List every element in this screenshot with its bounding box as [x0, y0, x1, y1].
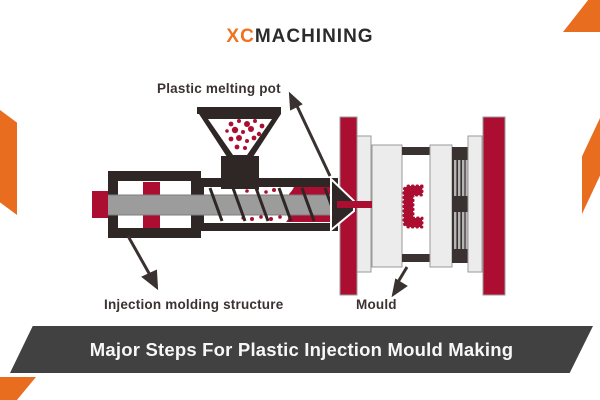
mould-plate-a — [371, 144, 403, 268]
mould-plate-b — [429, 144, 453, 268]
sprue-channel — [337, 201, 372, 208]
label-injection-molding-structure: Injection molding structure — [104, 297, 284, 312]
ejector-springs-bottom — [454, 212, 468, 249]
injection-unit — [92, 171, 372, 238]
mould-plate-2 — [467, 135, 483, 273]
molded-part-cavity — [402, 184, 424, 229]
ejector-stack — [452, 147, 468, 263]
mould-clamp-plate-right — [482, 116, 506, 296]
shaft-end-cap — [92, 191, 108, 218]
title-banner: Major Steps For Plastic Injection Mould … — [10, 326, 593, 373]
ejector-springs-top — [454, 160, 468, 196]
mould-arrow — [391, 266, 409, 298]
tie-bar-bottom — [402, 254, 431, 262]
tie-bar-top — [402, 147, 431, 155]
label-mould: Mould — [356, 297, 397, 312]
hopper-rim — [197, 107, 281, 114]
page-title: Major Steps For Plastic Injection Mould … — [89, 338, 514, 360]
brand-logo: XCMACHINING — [0, 26, 600, 48]
brand-logo-mark: XC — [226, 26, 255, 47]
melting-pot-arrow — [288, 91, 332, 177]
mould-assembly — [339, 116, 506, 296]
brand-logo-name: MACHINING — [254, 26, 374, 47]
corner-accent-left-middle — [0, 110, 17, 215]
label-plastic-melting-pot: Plastic melting pot — [157, 81, 281, 96]
hopper-pellets — [225, 119, 265, 150]
structure-arrow — [126, 235, 159, 291]
annotation-arrows — [126, 91, 409, 298]
hopper — [197, 107, 281, 189]
hopper-neck — [221, 156, 259, 189]
